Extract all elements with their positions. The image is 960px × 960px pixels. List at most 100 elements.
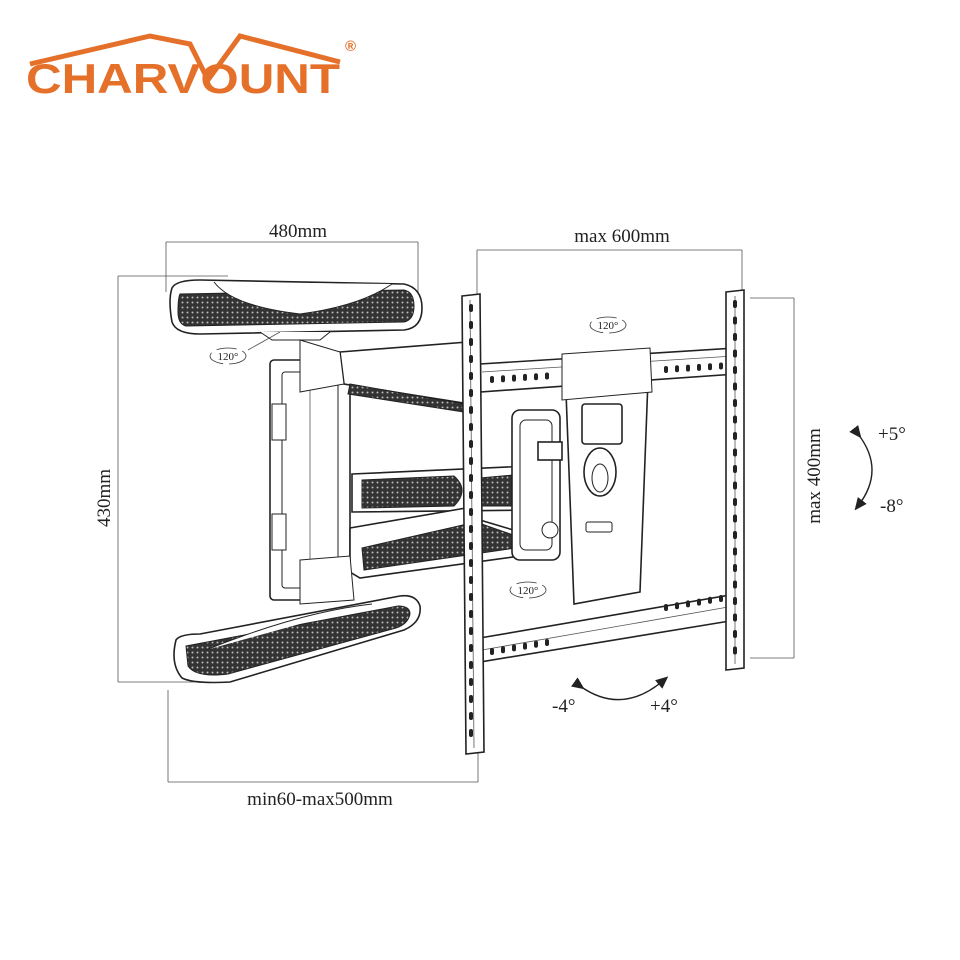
- slot-hole: [733, 531, 737, 539]
- slot-hole: [490, 376, 494, 383]
- slot-hole: [545, 372, 549, 380]
- swivel-badge-left: 120°: [209, 331, 281, 365]
- swivel-badge-top: 120°: [589, 316, 627, 334]
- slot-hole: [733, 498, 737, 506]
- brand-name: CHARVOUNT: [26, 55, 340, 102]
- slot-hole: [733, 646, 737, 655]
- level-left-label: -4°: [552, 696, 575, 717]
- slot-hole: [512, 374, 516, 382]
- slot-hole: [469, 559, 473, 567]
- tilt-up-label: +5°: [878, 424, 906, 445]
- slot-hole: [733, 399, 737, 407]
- slot-hole: [469, 457, 473, 465]
- wall-plate-height-label: 430mm: [94, 469, 115, 527]
- slot-hole: [469, 406, 473, 414]
- tilt-arrow: [849, 425, 873, 511]
- slot-hole: [469, 440, 473, 448]
- swivel-center-label: 120°: [518, 585, 539, 597]
- slot-hole: [469, 627, 473, 635]
- swivel-badge-center: 120°: [509, 581, 547, 599]
- slot-hole: [733, 448, 737, 457]
- slot-hole: [490, 648, 494, 655]
- arm-width-label: 480mm: [269, 221, 327, 242]
- slot-hole: [501, 375, 505, 383]
- slot-hole: [675, 365, 679, 373]
- slot-hole: [469, 678, 473, 686]
- slot-hole: [664, 604, 668, 611]
- slot-hole: [469, 321, 473, 329]
- slot-hole: [469, 508, 473, 516]
- slot-hole: [469, 695, 473, 703]
- slot-hole: [523, 373, 527, 381]
- slot-hole: [675, 602, 679, 610]
- slot-hole: [469, 712, 473, 720]
- registered-mark: ®: [345, 38, 356, 55]
- slot-hole: [469, 474, 473, 482]
- slot-hole: [534, 640, 538, 648]
- level-arrow: [571, 676, 669, 701]
- slot-hole: [733, 514, 737, 523]
- slot-hole: [469, 610, 473, 618]
- slot-hole: [523, 642, 527, 650]
- level-right-label: +4°: [650, 696, 678, 717]
- slot-hole: [501, 646, 505, 654]
- slot-hole: [469, 338, 473, 346]
- slot-hole: [469, 576, 473, 584]
- top-arm: [169, 279, 423, 341]
- slot-hole: [733, 300, 737, 308]
- slot-hole: [686, 600, 690, 608]
- slot-hole: [664, 366, 668, 373]
- slot-hole: [469, 491, 473, 499]
- wall-plate: [269, 359, 351, 601]
- slot-hole: [469, 355, 473, 363]
- slot-hole: [733, 366, 737, 374]
- slot-hole: [719, 362, 723, 370]
- vesa-width-label: max 600mm: [574, 226, 670, 247]
- slot-hole: [469, 729, 473, 737]
- slot-hole: [733, 316, 737, 325]
- slot-hole: [545, 639, 549, 646]
- brand-logo: CHARVOUNT ®: [26, 33, 356, 102]
- slot-hole: [469, 372, 473, 380]
- slot-hole: [733, 630, 737, 638]
- slot-hole: [733, 597, 737, 605]
- middle-arm-link: [351, 465, 535, 513]
- swivel-hub: [511, 409, 563, 561]
- logo-roof-icon: [29, 33, 341, 85]
- slot-hole: [708, 596, 712, 604]
- slot-hole: [469, 644, 473, 652]
- swivel-top-label: 120°: [598, 320, 619, 332]
- slot-hole: [733, 580, 737, 589]
- slot-hole: [733, 613, 737, 622]
- mounting-holes: [469, 300, 737, 737]
- slot-hole: [469, 661, 473, 669]
- slot-hole: [733, 432, 737, 440]
- slot-hole: [469, 593, 473, 601]
- slot-hole: [534, 373, 538, 381]
- slot-hole: [469, 304, 473, 312]
- dimension-lines: [117, 241, 795, 783]
- slot-hole: [686, 364, 690, 372]
- slot-hole: [697, 598, 701, 606]
- slot-hole: [719, 595, 723, 602]
- slot-hole: [733, 465, 737, 473]
- slot-hole: [697, 363, 701, 371]
- vesa-height-label: max 400mm: [804, 428, 825, 524]
- vesa-plate: [461, 289, 745, 755]
- slot-hole: [512, 644, 516, 652]
- slot-hole: [469, 389, 473, 397]
- slot-hole: [733, 547, 737, 556]
- slot-hole: [733, 564, 737, 572]
- slot-hole: [708, 363, 712, 371]
- tilt-down-label: -8°: [880, 496, 903, 517]
- bottom-arm: [173, 594, 421, 684]
- slot-hole: [733, 333, 737, 341]
- slot-hole: [733, 481, 737, 490]
- upper-arm-link: [299, 339, 471, 413]
- slot-hole: [733, 382, 737, 391]
- swivel-left-label: 120°: [218, 351, 239, 363]
- slot-hole: [733, 349, 737, 358]
- slot-hole: [469, 423, 473, 431]
- extension-label: min60-max500mm: [247, 789, 393, 810]
